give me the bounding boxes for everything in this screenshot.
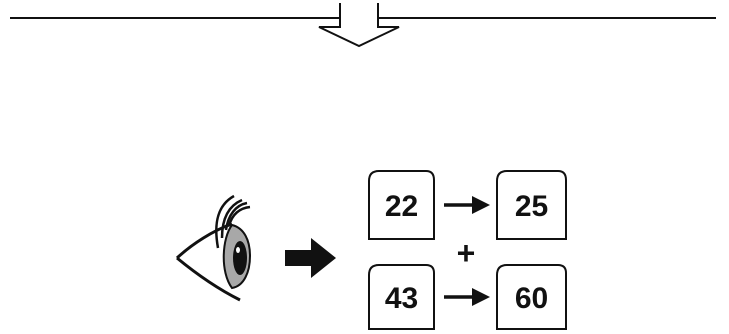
- eye-upper-lid: [175, 222, 233, 260]
- eyelash: [215, 194, 235, 249]
- eye-lower-lid: [176, 256, 241, 302]
- eyelash: [220, 198, 243, 239]
- arrow-right-icon: [444, 288, 490, 306]
- card-value: 43: [385, 282, 418, 315]
- card-value: 25: [515, 190, 548, 223]
- eye-icon: [175, 194, 252, 302]
- down-arrow-icon: [318, 3, 400, 48]
- eye-highlight: [236, 247, 240, 253]
- card-value: 22: [385, 190, 418, 223]
- arrow-right-icon: [285, 238, 336, 278]
- card-top-right: 25: [496, 170, 567, 240]
- card-bottom-left: 43: [368, 264, 435, 330]
- eye-pupil: [233, 241, 247, 275]
- eyelash: [227, 205, 251, 227]
- card-top-left: 22: [368, 170, 435, 240]
- plus-operator: +: [457, 235, 476, 271]
- card-value: 60: [515, 282, 548, 315]
- card-bottom-right: 60: [496, 264, 567, 330]
- arrow-right-icon: [444, 196, 490, 214]
